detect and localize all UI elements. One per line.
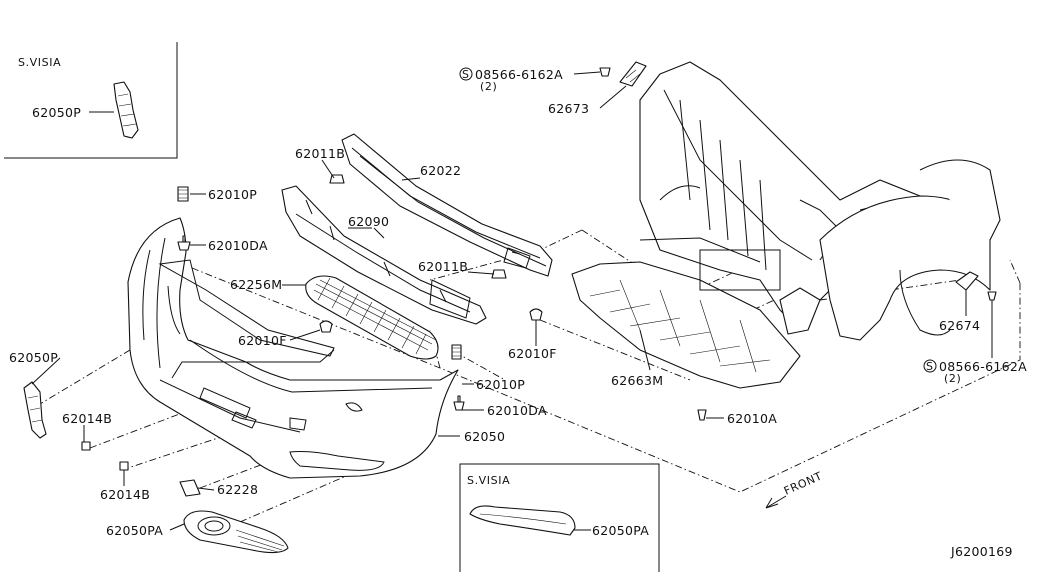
clip-62014B-b xyxy=(119,461,129,471)
side-bracket-left xyxy=(23,381,47,439)
label-62010P-mid: 62010P xyxy=(476,377,525,392)
clip-62010F-right xyxy=(529,308,543,321)
label-screw-right-qty: (2) xyxy=(944,372,961,385)
engine-under-cover xyxy=(571,261,801,389)
label-62050PA: 62050PA xyxy=(106,523,163,538)
screw-right xyxy=(987,291,997,301)
right-fender-liner xyxy=(819,159,1001,341)
side-cover-bracket-drawing xyxy=(113,81,139,139)
bracket-62673 xyxy=(619,61,647,87)
label-screw-top-qty: (2) xyxy=(480,80,497,93)
screw-symbol-icon xyxy=(459,67,473,81)
radiator-core-support xyxy=(639,61,961,335)
label-62050: 62050 xyxy=(464,429,505,444)
inset-part-label: 62050P xyxy=(32,105,81,120)
inset-title-bottom: S.VISIA xyxy=(467,474,510,487)
fasteners xyxy=(81,67,997,471)
label-62050P-left: 62050P xyxy=(9,350,58,365)
label-62674: 62674 xyxy=(939,318,980,333)
fog-lamp-finisher-drawing xyxy=(469,505,576,536)
front-bumper-fascia xyxy=(127,217,459,479)
clip-62011B-a xyxy=(329,174,345,184)
inset-frame xyxy=(4,42,178,159)
screw-callout-right: S 08566-6162A (2) xyxy=(923,359,1027,385)
tow-hook-cover xyxy=(179,479,201,497)
label-62010F-left: 62010F xyxy=(238,333,287,348)
label-62256M: 62256M xyxy=(230,277,282,292)
label-62011B-a: 62011B xyxy=(295,146,345,161)
screw-callout-top: S 08566-6162A (2) xyxy=(459,67,563,93)
leader-lines xyxy=(31,71,993,531)
label-62663M: 62663M xyxy=(611,373,663,388)
energy-absorber xyxy=(281,185,487,325)
label-screw-right: 08566-6162A xyxy=(939,359,1027,374)
label-62011B-b: 62011B xyxy=(418,259,468,274)
clip-62014B-a xyxy=(81,441,91,451)
inset-frame-bottom xyxy=(459,463,660,572)
screw-top xyxy=(599,67,611,77)
clip-62011B-b xyxy=(491,269,507,279)
bumper-inner-frame xyxy=(158,259,335,357)
inset-part-label-bottom: 62050PA xyxy=(592,523,649,538)
svg-text:S: S xyxy=(926,360,934,373)
clip-62010DA-mid xyxy=(453,395,465,411)
clip-62010A xyxy=(697,409,707,421)
label-62010DA-top: 62010DA xyxy=(208,238,268,253)
fog-lamp-finisher xyxy=(183,510,289,554)
label-62022: 62022 xyxy=(420,163,461,178)
label-62090: 62090 xyxy=(348,214,389,229)
label-62010DA-mid: 62010DA xyxy=(487,403,547,418)
label-62010F-right: 62010F xyxy=(508,346,557,361)
label-62014B-b: 62014B xyxy=(100,487,150,502)
svg-text:S: S xyxy=(462,68,470,81)
front-label: FRONT xyxy=(782,469,824,497)
label-62014B-a: 62014B xyxy=(62,411,112,426)
inset-svisia-top-left: S.VISIA 62050P xyxy=(4,42,178,159)
bracket-62674 xyxy=(955,271,979,291)
screw-symbol-icon xyxy=(923,359,937,373)
label-62010P-top: 62010P xyxy=(208,187,257,202)
label-62673: 62673 xyxy=(548,101,589,116)
inset-svisia-bottom: S.VISIA 62050PA xyxy=(459,463,660,572)
front-direction-indicator: FRONT xyxy=(765,469,824,509)
label-screw-top: 08566-6162A xyxy=(475,67,563,82)
label-62010A: 62010A xyxy=(727,411,777,426)
bumper-reinforcement xyxy=(341,133,553,277)
clip-62010DA-top xyxy=(177,235,191,251)
front-arrow-icon xyxy=(765,495,787,509)
diagram-id: J6200169 xyxy=(950,544,1013,559)
label-62228: 62228 xyxy=(217,482,258,497)
clip-62010F-left xyxy=(319,320,333,333)
inset-title: S.VISIA xyxy=(18,56,61,69)
lower-grille xyxy=(305,275,439,360)
